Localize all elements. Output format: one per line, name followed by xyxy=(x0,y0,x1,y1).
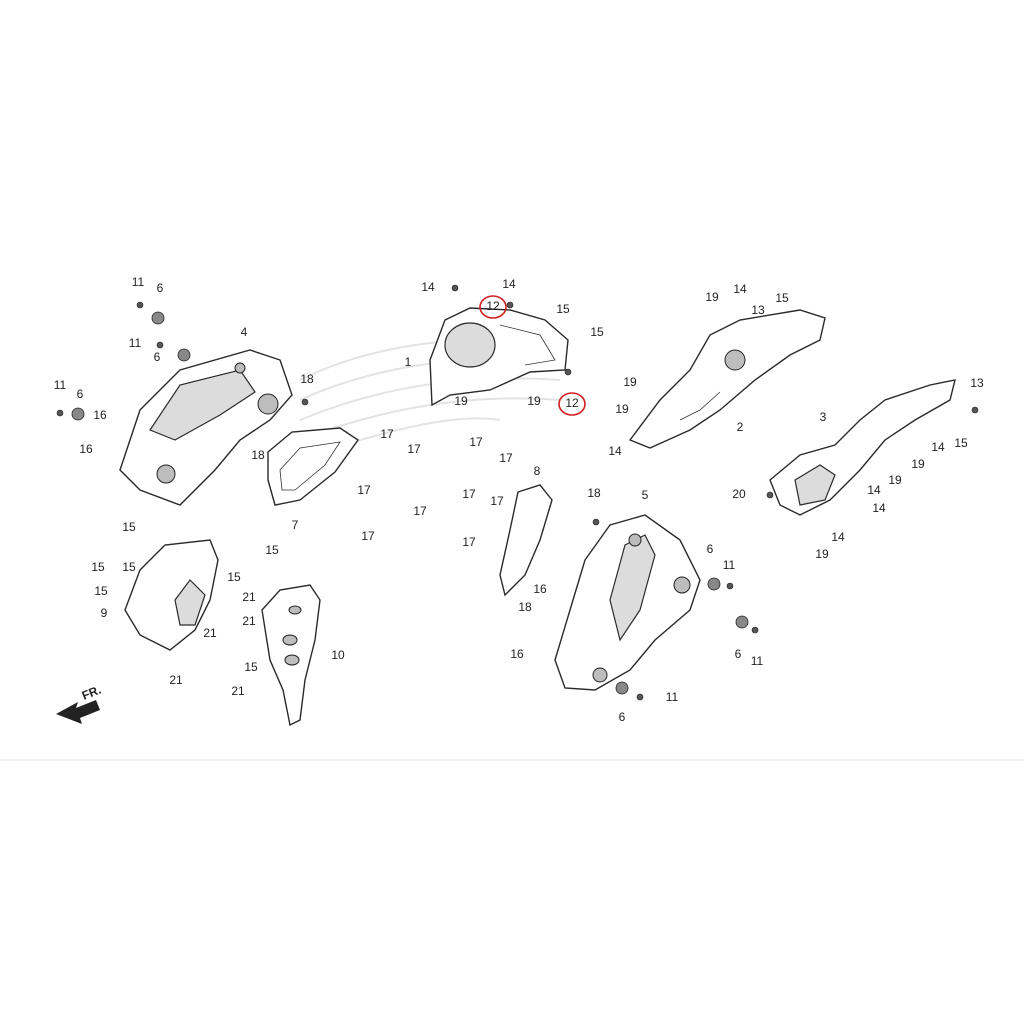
callout-label: 15 xyxy=(122,520,136,534)
callout-label: 17 xyxy=(469,435,483,449)
callout-label: 8 xyxy=(534,464,541,478)
fasteners xyxy=(56,284,979,701)
callout-label: 21 xyxy=(169,673,183,687)
front-direction-label: FR. xyxy=(80,683,103,703)
callout-label: 18 xyxy=(518,600,532,614)
callout-label: 11 xyxy=(666,690,679,704)
callout-label: 15 xyxy=(954,436,968,450)
callout-label: 15 xyxy=(91,560,105,574)
callout-label: 9 xyxy=(101,606,108,620)
callout-label: 1 xyxy=(405,355,412,369)
callout-label: 6 xyxy=(619,710,626,724)
callout-label: 6 xyxy=(707,542,714,556)
callout-label: 19 xyxy=(527,394,541,408)
part-10-lower-bracket xyxy=(261,584,321,727)
callout-label: 16 xyxy=(533,582,547,596)
callout-label: 17 xyxy=(499,451,513,465)
callout-label: 14 xyxy=(831,530,845,544)
callout-label: 17 xyxy=(357,483,371,497)
callout-label: 2 xyxy=(737,420,744,434)
callout-label: 17 xyxy=(462,487,476,501)
highlight-circles xyxy=(479,295,586,416)
callout-label: 15 xyxy=(244,660,258,674)
callout-label: 11 xyxy=(54,378,67,392)
callout-label: 15 xyxy=(265,543,279,557)
callout-label: 17 xyxy=(407,442,421,456)
callout-label: 6 xyxy=(154,350,161,364)
callout-label: 15 xyxy=(94,584,108,598)
part-5-lower-cowl xyxy=(554,514,701,691)
callout-label: 19 xyxy=(911,457,925,471)
part-8-strip xyxy=(499,484,553,597)
callout-label: 14 xyxy=(867,483,881,497)
callout-label: 19 xyxy=(815,547,829,561)
callout-label: 15 xyxy=(590,325,604,339)
callout-label: 13 xyxy=(970,376,984,390)
callout-label: 10 xyxy=(331,648,345,662)
callout-label: 21 xyxy=(203,626,217,640)
callout-label: 5 xyxy=(642,488,649,502)
callout-label: 6 xyxy=(77,387,84,401)
callout-label: 14 xyxy=(421,280,435,294)
callout-label: 15 xyxy=(122,560,136,574)
part-1-center-cover xyxy=(429,307,569,407)
callout-label: 21 xyxy=(242,590,256,604)
callout-label: 14 xyxy=(872,501,886,515)
callout-label: 4 xyxy=(241,325,248,339)
callout-label: 12 xyxy=(486,299,500,313)
part-2-inner-panel xyxy=(628,309,826,449)
callout-label: 17 xyxy=(361,529,375,543)
callout-label: 12 xyxy=(565,396,579,410)
part-7-bracket xyxy=(267,427,359,506)
callout-label: 7 xyxy=(292,518,299,532)
part-9-side-panel xyxy=(124,539,219,651)
callout-label: 20 xyxy=(732,487,746,501)
callout-label: 17 xyxy=(490,494,504,508)
callout-label: 21 xyxy=(231,684,245,698)
callout-label: 11 xyxy=(723,558,736,572)
callout-label: 14 xyxy=(931,440,945,454)
callout-label: 3 xyxy=(820,410,827,424)
callout-label: 13 xyxy=(751,303,765,317)
callout-label: 6 xyxy=(157,281,164,295)
callout-label: 18 xyxy=(587,486,601,500)
callout-label: 18 xyxy=(251,448,265,462)
callout-label: 19 xyxy=(454,394,468,408)
part-3-frame-panel xyxy=(769,379,956,516)
callout-label: 14 xyxy=(502,277,516,291)
callout-label: 15 xyxy=(556,302,570,316)
callout-label: 18 xyxy=(300,372,314,386)
callout-label: 14 xyxy=(733,282,747,296)
callout-label: 15 xyxy=(775,291,789,305)
callout-label: 19 xyxy=(888,473,902,487)
part-4-front-cowl xyxy=(119,349,293,506)
front-direction-arrow: FR. xyxy=(56,683,103,724)
callout-label: 16 xyxy=(510,647,524,661)
callout-label: 11 xyxy=(132,275,145,289)
callout-label: 16 xyxy=(93,408,107,422)
callout-label: 19 xyxy=(623,375,637,389)
callout-label: 21 xyxy=(242,614,256,628)
callout-label: 17 xyxy=(462,535,476,549)
callout-label: 19 xyxy=(705,290,719,304)
callout-label: 15 xyxy=(227,570,241,584)
callout-label: 17 xyxy=(413,504,427,518)
callout-label: 14 xyxy=(608,444,622,458)
callout-label: 17 xyxy=(380,427,394,441)
callout-label: 16 xyxy=(79,442,93,456)
callout-label: 6 xyxy=(735,647,742,661)
highlight-circle xyxy=(558,392,586,416)
callout-label: 11 xyxy=(129,336,142,350)
callout-label: 19 xyxy=(615,402,629,416)
highlight-circle xyxy=(479,295,507,319)
callout-label: 11 xyxy=(751,654,764,668)
